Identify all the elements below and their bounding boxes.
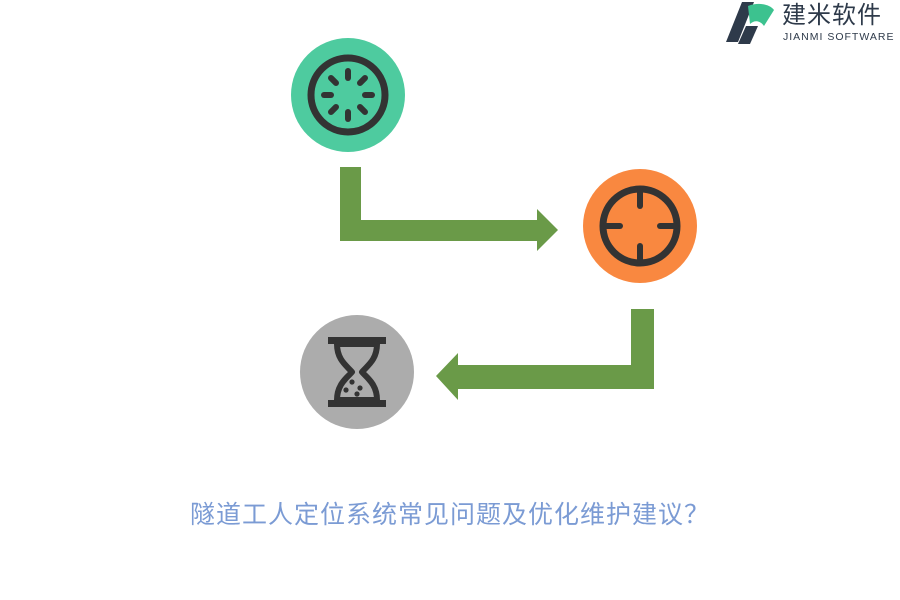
- company-logo: 建米软件 JIANMI SOFTWARE: [724, 0, 900, 48]
- page-caption: 隧道工人定位系统常见问题及优化维护建议？: [189, 500, 710, 529]
- target-node: [583, 169, 697, 283]
- loading-icon: [307, 54, 389, 136]
- crosshair-icon: [599, 185, 681, 267]
- arrow-loading-to-target: [340, 167, 558, 251]
- logo-name-cn: 建米软件: [782, 1, 882, 29]
- process-diagram: [291, 38, 697, 429]
- hourglass-icon: [328, 337, 386, 407]
- hourglass-node: [300, 315, 414, 429]
- logo-name-en: JIANMI SOFTWARE: [783, 31, 895, 43]
- loading-node: [291, 38, 405, 152]
- logo-mark-icon: [726, 2, 774, 44]
- arrow-target-to-hourglass: [436, 309, 654, 400]
